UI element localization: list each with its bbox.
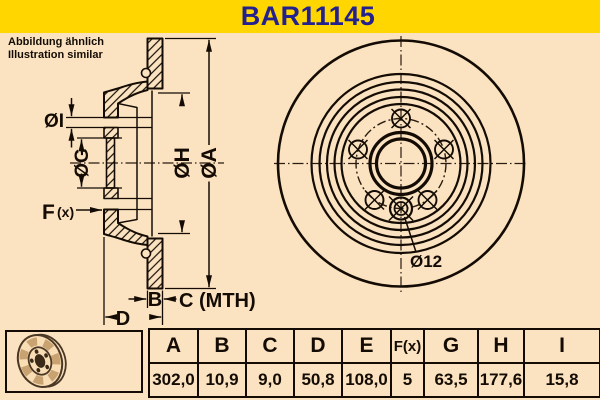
col-header-e: E bbox=[341, 328, 392, 364]
value-b: 10,9 bbox=[197, 362, 247, 398]
notch-top bbox=[140, 67, 152, 79]
col-header-a: A bbox=[148, 328, 199, 364]
value-d: 50,8 bbox=[293, 362, 343, 398]
bolt-hole-diameter-label: Ø12 bbox=[410, 252, 442, 271]
value-fx: 5 bbox=[390, 362, 425, 398]
dim-label-d: D bbox=[116, 308, 130, 330]
header-banner: BAR11145 bbox=[0, 0, 600, 33]
col-header-c: C bbox=[245, 328, 295, 364]
brake-disc-icon bbox=[16, 333, 67, 388]
flange-section-lower bbox=[103, 187, 119, 200]
col-header-b: B bbox=[197, 328, 247, 364]
dimension-table: A B C D E F(x) G H I 302,0 10,9 9,0 50,8… bbox=[148, 328, 600, 398]
dimension-arrows bbox=[68, 39, 212, 320]
col-header-g: G bbox=[423, 328, 479, 364]
dim-label-c: C (MTH) bbox=[179, 290, 256, 312]
col-header-i: I bbox=[523, 328, 600, 364]
section-view: ØI ØG ØH ØA F (x) B C (MTH) D bbox=[42, 37, 256, 330]
table-header-row: A B C D E F(x) G H I bbox=[148, 328, 600, 364]
bolt-hole bbox=[417, 189, 438, 211]
ring-section-bottom bbox=[146, 237, 164, 290]
bolt-hole-leader-line bbox=[403, 216, 417, 253]
bolt-hole bbox=[364, 189, 385, 211]
note-line-de: Abbildung ähnlich bbox=[8, 36, 104, 48]
center-bore-chamfer bbox=[368, 130, 434, 197]
extension-lines bbox=[77, 37, 216, 325]
value-c: 9,0 bbox=[245, 362, 295, 398]
value-a: 302,0 bbox=[148, 362, 199, 398]
ring-section-top bbox=[146, 37, 164, 90]
dim-label-f: F bbox=[42, 201, 55, 224]
center-bore bbox=[374, 137, 428, 190]
dim-label-a: ØA bbox=[198, 147, 221, 179]
disc-circles bbox=[276, 39, 526, 288]
bolt-hole bbox=[433, 139, 455, 160]
value-g: 63,5 bbox=[423, 362, 479, 398]
value-i: 15,8 bbox=[523, 362, 600, 398]
hat-shoulder-bottom bbox=[103, 208, 149, 246]
dim-label-b: B bbox=[148, 289, 162, 311]
col-header-fx: F(x) bbox=[390, 328, 425, 364]
note-line-en: Illustration similar bbox=[8, 48, 103, 61]
illustration-note: Abbildung ähnlich Illustration similar bbox=[8, 36, 104, 61]
page-title: BAR11145 bbox=[240, 1, 376, 31]
dim-label-i: ØI bbox=[44, 111, 64, 132]
hat-shoulder-top bbox=[103, 80, 149, 119]
hub-bore-wall bbox=[105, 137, 116, 189]
dim-label-g: ØG bbox=[72, 148, 93, 178]
flange-section-upper bbox=[103, 126, 119, 139]
notch-bottom bbox=[140, 248, 152, 259]
value-e: 108,0 bbox=[341, 362, 392, 398]
bolt-hole bbox=[390, 108, 412, 129]
dim-label-h: ØH bbox=[171, 147, 194, 179]
front-view: Ø12 bbox=[274, 36, 528, 292]
dim-label-f-sub: (x) bbox=[57, 204, 74, 220]
value-h: 177,6 bbox=[477, 362, 525, 398]
bolt-hole bbox=[347, 139, 369, 160]
table-value-row: 302,0 10,9 9,0 50,8 108,0 5 63,5 177,6 1… bbox=[148, 362, 600, 398]
bolt-holes bbox=[347, 108, 455, 222]
bolt-hole-labeled bbox=[388, 195, 414, 222]
col-header-h: H bbox=[477, 328, 525, 364]
col-header-d: D bbox=[293, 328, 343, 364]
thumbnail-box bbox=[5, 330, 143, 393]
section-interior-lines bbox=[66, 90, 153, 237]
